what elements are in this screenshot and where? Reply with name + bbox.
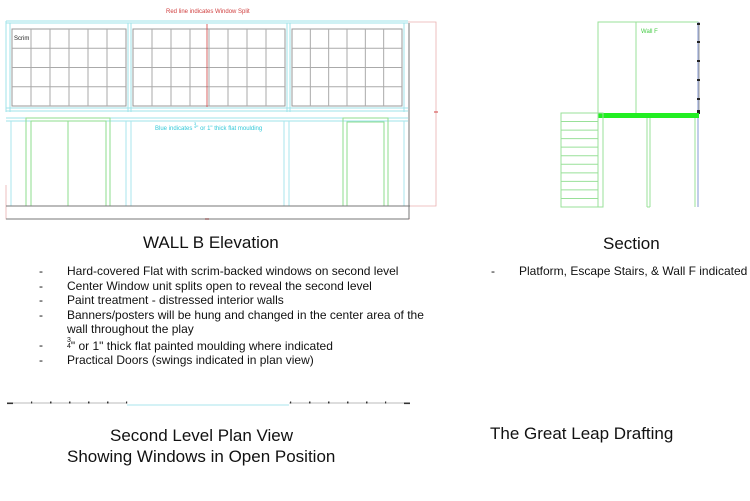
wall-b-title: WALL B Elevation [143,233,279,252]
plan-tick [31,401,33,404]
note-item: - Paint treatment - distressed interior w… [39,293,439,308]
window-grids [11,28,403,107]
note-item: - Banners/posters will be hung and change… [39,308,439,337]
bullet-dash: - [39,337,43,352]
moulding-annotation-prefix: Blue indicates [155,126,195,132]
moulding-lines [10,121,405,206]
bullet-dash: - [39,353,43,367]
plan-view-title-line2: Showing Windows in Open Position [67,447,336,466]
wall-outline [6,23,410,220]
note-text: Practical Doors (swings indicated in pla… [67,353,314,367]
edge-tick [697,23,700,25]
note-text: Paint treatment - distressed interior wa… [67,293,284,307]
window-unit [11,28,127,107]
section-drawing [560,21,700,208]
edge-tick [697,41,700,43]
plan-tick [88,401,90,404]
note-item: - Platform, Escape Stairs, & Wall F indic… [491,264,747,279]
plan-tick [50,401,52,404]
window-split-annotation: Red line indicates Window Split [166,9,250,15]
edge-tick [697,60,700,62]
upper-frame [5,20,408,122]
plan-view-drawing [7,401,410,406]
plan-tick [328,401,330,404]
plan-tick [404,402,410,405]
plan-window-ticks [7,401,410,405]
note-text: Center Window unit splits open to reveal… [67,278,372,293]
note-text: " or 1" thick flat painted moulding wher… [70,338,333,353]
moulding-annotation-suffix: " or 1" thick flat moulding [196,126,263,132]
credit-text: The Great Leap Drafting [490,424,674,443]
bullet-dash: - [39,293,43,307]
escape-stairs [560,112,604,208]
window-unit [291,28,403,107]
wall-b-notes: - Hard-covered Flat with scrim-backed win… [39,264,439,368]
platform-legs [646,118,696,208]
bullet-dash: - [39,264,43,278]
note-item: - Hard-covered Flat with scrim-backed win… [39,264,439,279]
window-unit [132,28,286,107]
note-text: Platform, Escape Stairs, & Wall F indica… [519,264,748,278]
plan-tick [309,401,311,404]
plan-tick [69,401,71,404]
plan-tick [347,401,349,404]
fraction-numerator: 3 [67,336,71,344]
plan-tick [290,401,292,404]
edge-tick [697,79,700,81]
fraction-denominator: 4 [67,342,71,350]
door-left [25,117,111,206]
fraction-denominator: 4 [194,124,197,129]
plan-tick [385,401,387,404]
wall-f [597,21,699,115]
wall-f-edge-ticks [697,23,700,114]
note-item: - Center Window unit splits open to revea… [39,279,439,294]
note-item: - Practical Doors (swings indicated in pl… [39,353,439,368]
plan-tick [107,401,109,404]
plan-tick [366,401,368,404]
bullet-dash: - [39,307,43,322]
platform [598,113,699,118]
note-text: Banners/posters will be hung and changed… [67,307,424,337]
section-notes: - Platform, Escape Stairs, & Wall F indic… [491,264,747,279]
edge-tick [697,110,700,114]
plan-tick [7,402,13,405]
section-title: Section [603,234,660,253]
door-right [342,117,389,206]
wall-f-label: Wall F [641,29,658,35]
edge-tick [697,98,700,100]
plan-tick [126,401,128,404]
note-text: Hard-covered Flat with scrim-backed wind… [67,264,399,278]
fraction-numerator: 3 [194,121,197,126]
bullet-dash: - [39,278,43,293]
scrim-label: Scrim [14,36,30,42]
plan-view-title-line1: Second Level Plan View [110,426,294,445]
bullet-dash: - [491,264,495,278]
